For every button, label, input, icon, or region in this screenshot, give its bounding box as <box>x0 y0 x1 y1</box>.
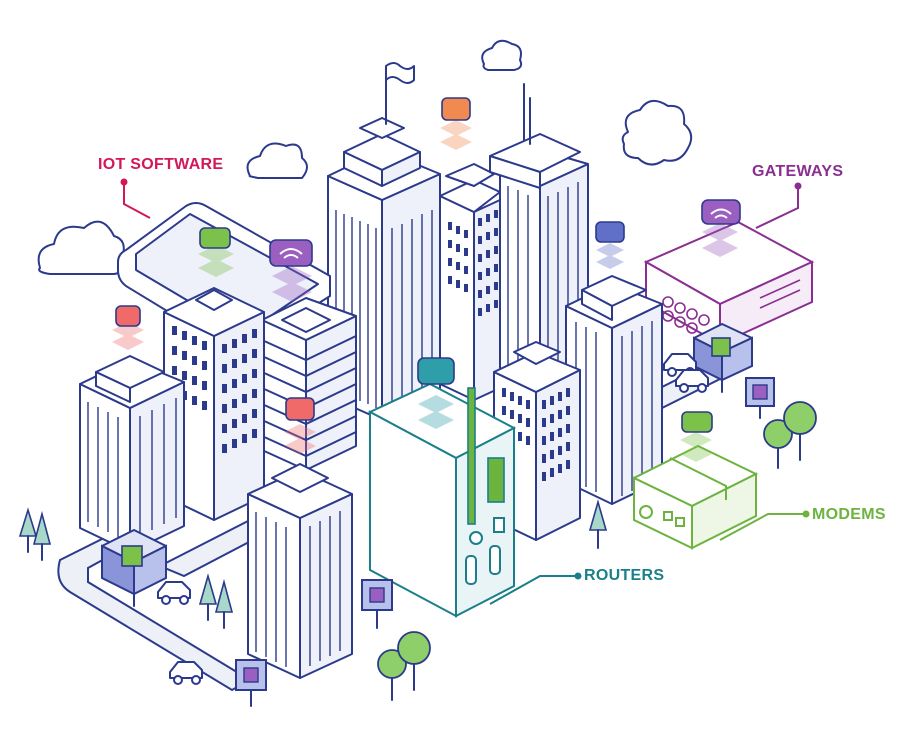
wifi-icon <box>701 199 741 257</box>
tower-front <box>247 463 353 679</box>
cube-node-icon <box>745 377 775 419</box>
callout-line-gateways <box>755 182 802 229</box>
label-iot-software: IOT SOFTWARE <box>98 156 224 173</box>
sensor-chip-icon <box>680 411 713 462</box>
cloud-icon <box>246 142 308 179</box>
tower-left-b <box>79 355 185 553</box>
cloud-icon <box>621 99 693 166</box>
tree-icon <box>377 631 431 701</box>
car-icon <box>675 369 709 393</box>
sensor-chip-icon <box>595 221 625 269</box>
flag-icon <box>385 62 415 84</box>
cube-node-icon <box>101 529 167 607</box>
cube-node-icon <box>235 659 267 707</box>
sensor-chip-icon <box>417 357 455 429</box>
cube-node-icon <box>693 323 753 393</box>
tree-icon <box>588 499 608 549</box>
wifi-icon <box>269 239 313 302</box>
gateway-building <box>643 220 815 346</box>
router-device <box>367 382 517 618</box>
tall-tower-left <box>327 62 441 421</box>
cloud-icon <box>481 39 523 71</box>
tree-icon <box>18 507 52 561</box>
modem-device <box>631 444 759 550</box>
tree-icon <box>763 401 817 469</box>
sensor-chip-icon <box>284 397 316 454</box>
label-modems: MODEMS <box>812 506 886 523</box>
callout-line-routers <box>489 572 582 605</box>
cloud-icon <box>37 220 125 275</box>
stack-tower <box>261 297 357 471</box>
label-routers: ROUTERS <box>584 567 665 584</box>
car-icon <box>157 581 191 605</box>
label-gateways: GATEWAYS <box>752 163 844 180</box>
tree-icon <box>198 573 234 629</box>
sensor-chip-icon <box>112 305 144 350</box>
sensor-chip-icon <box>440 97 472 150</box>
bluetooth-icon <box>198 227 234 277</box>
callout-line-iot-software <box>120 178 151 219</box>
cube-node-icon <box>361 579 393 629</box>
callout-line-modems <box>719 510 810 541</box>
car-icon <box>169 661 203 685</box>
